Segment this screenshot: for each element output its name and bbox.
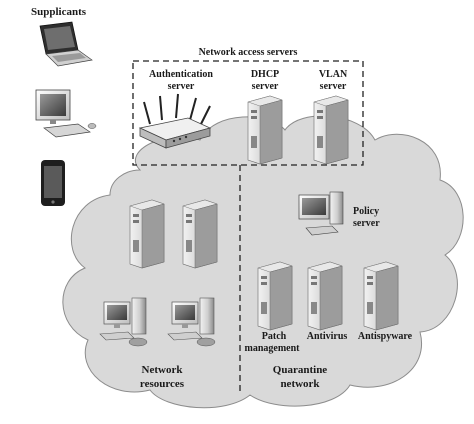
dhcp-server-label-1: DHCP [251, 69, 279, 80]
nas-title: Network access servers [199, 47, 298, 58]
vlan-server-label-2: server [320, 81, 347, 92]
antivirus-server-icon [307, 261, 343, 331]
policy-server-label-1: Policy [353, 206, 379, 217]
wireless-router-icon [138, 93, 212, 149]
supplicants-title: Supplicants [31, 6, 87, 18]
resource-workstation-2-icon [167, 297, 216, 347]
desktop-computer-icon [35, 89, 97, 138]
resource-server-1-icon [129, 199, 165, 269]
auth-server-label-2: server [168, 81, 195, 92]
dhcp-server-tower-icon [247, 95, 283, 165]
resource-workstation-1-icon [99, 297, 148, 347]
quarantine-network-label-2: network [280, 378, 320, 390]
patch-management-label-2: management [245, 343, 301, 354]
antispyware-label: Antispyware [358, 331, 413, 342]
policy-server-icon [298, 191, 344, 236]
vlan-server-label-1: VLAN [319, 69, 348, 80]
vlan-server-tower-icon [313, 95, 349, 165]
quarantine-network-label-1: Quarantine [273, 364, 328, 376]
network-cloud [62, 115, 464, 409]
antivirus-label: Antivirus [307, 331, 348, 342]
policy-server-label-2: server [353, 218, 380, 229]
dhcp-server-label-2: server [252, 81, 279, 92]
antispyware-server-icon [363, 261, 399, 331]
laptop-icon [39, 21, 93, 67]
network-access-servers-box [132, 60, 364, 166]
network-resources-label-2: resources [140, 378, 185, 390]
resource-server-2-icon [182, 199, 218, 269]
network-resources-label-1: Network [142, 364, 184, 376]
smartphone-icon [41, 160, 65, 206]
patch-management-server-icon [257, 261, 293, 331]
patch-management-label-1: Patch [262, 331, 287, 342]
auth-server-label-1: Authentication [149, 69, 213, 80]
